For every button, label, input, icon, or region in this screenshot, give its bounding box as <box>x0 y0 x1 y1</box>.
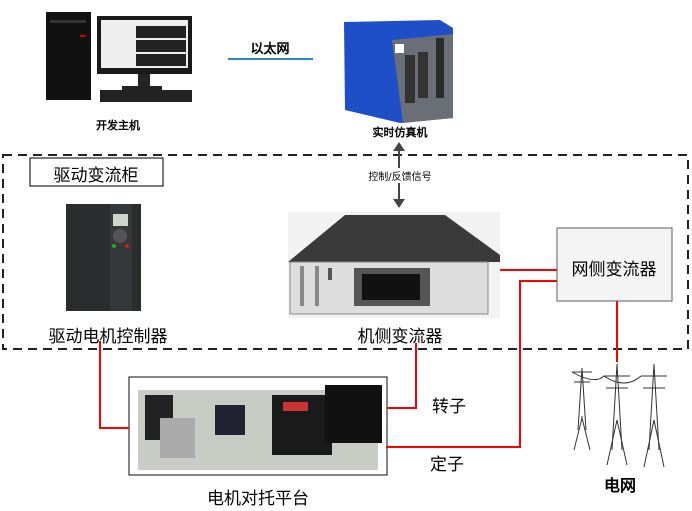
machine-converter-label: 机侧变流器 <box>357 327 443 347</box>
grid-label: 电网 <box>603 476 637 495</box>
cabinet-boundary <box>2 154 689 350</box>
stator-label: 定子 <box>430 455 464 475</box>
grid-towers-icon <box>571 363 667 468</box>
stator-line <box>386 280 557 448</box>
cabinet-title-box <box>29 157 164 187</box>
dev-host-image <box>46 12 192 102</box>
machine-converter-image <box>288 212 500 318</box>
rotor-label: 转子 <box>432 397 466 417</box>
rt-sim-image <box>344 20 453 123</box>
drive-controller-label: 驱动电机控制器 <box>48 327 168 347</box>
signal-label: 控制/反馈信号 <box>368 168 432 183</box>
cabinet-title: 驱动变流柜 <box>53 166 139 186</box>
grid-converter-box <box>556 227 673 302</box>
motor-platform-image <box>128 376 388 476</box>
drive-controller-image <box>66 204 141 311</box>
rt-sim-label: 实时仿真机 <box>372 126 428 139</box>
drive-to-platform-line <box>99 341 129 429</box>
rotor-line <box>387 343 417 409</box>
platform-label: 电机对托平台 <box>207 489 309 509</box>
dev-host-label: 开发主机 <box>96 119 140 132</box>
ethernet-label: 以太网 <box>250 42 290 57</box>
grid-converter-label: 网侧变流器 <box>571 260 657 280</box>
